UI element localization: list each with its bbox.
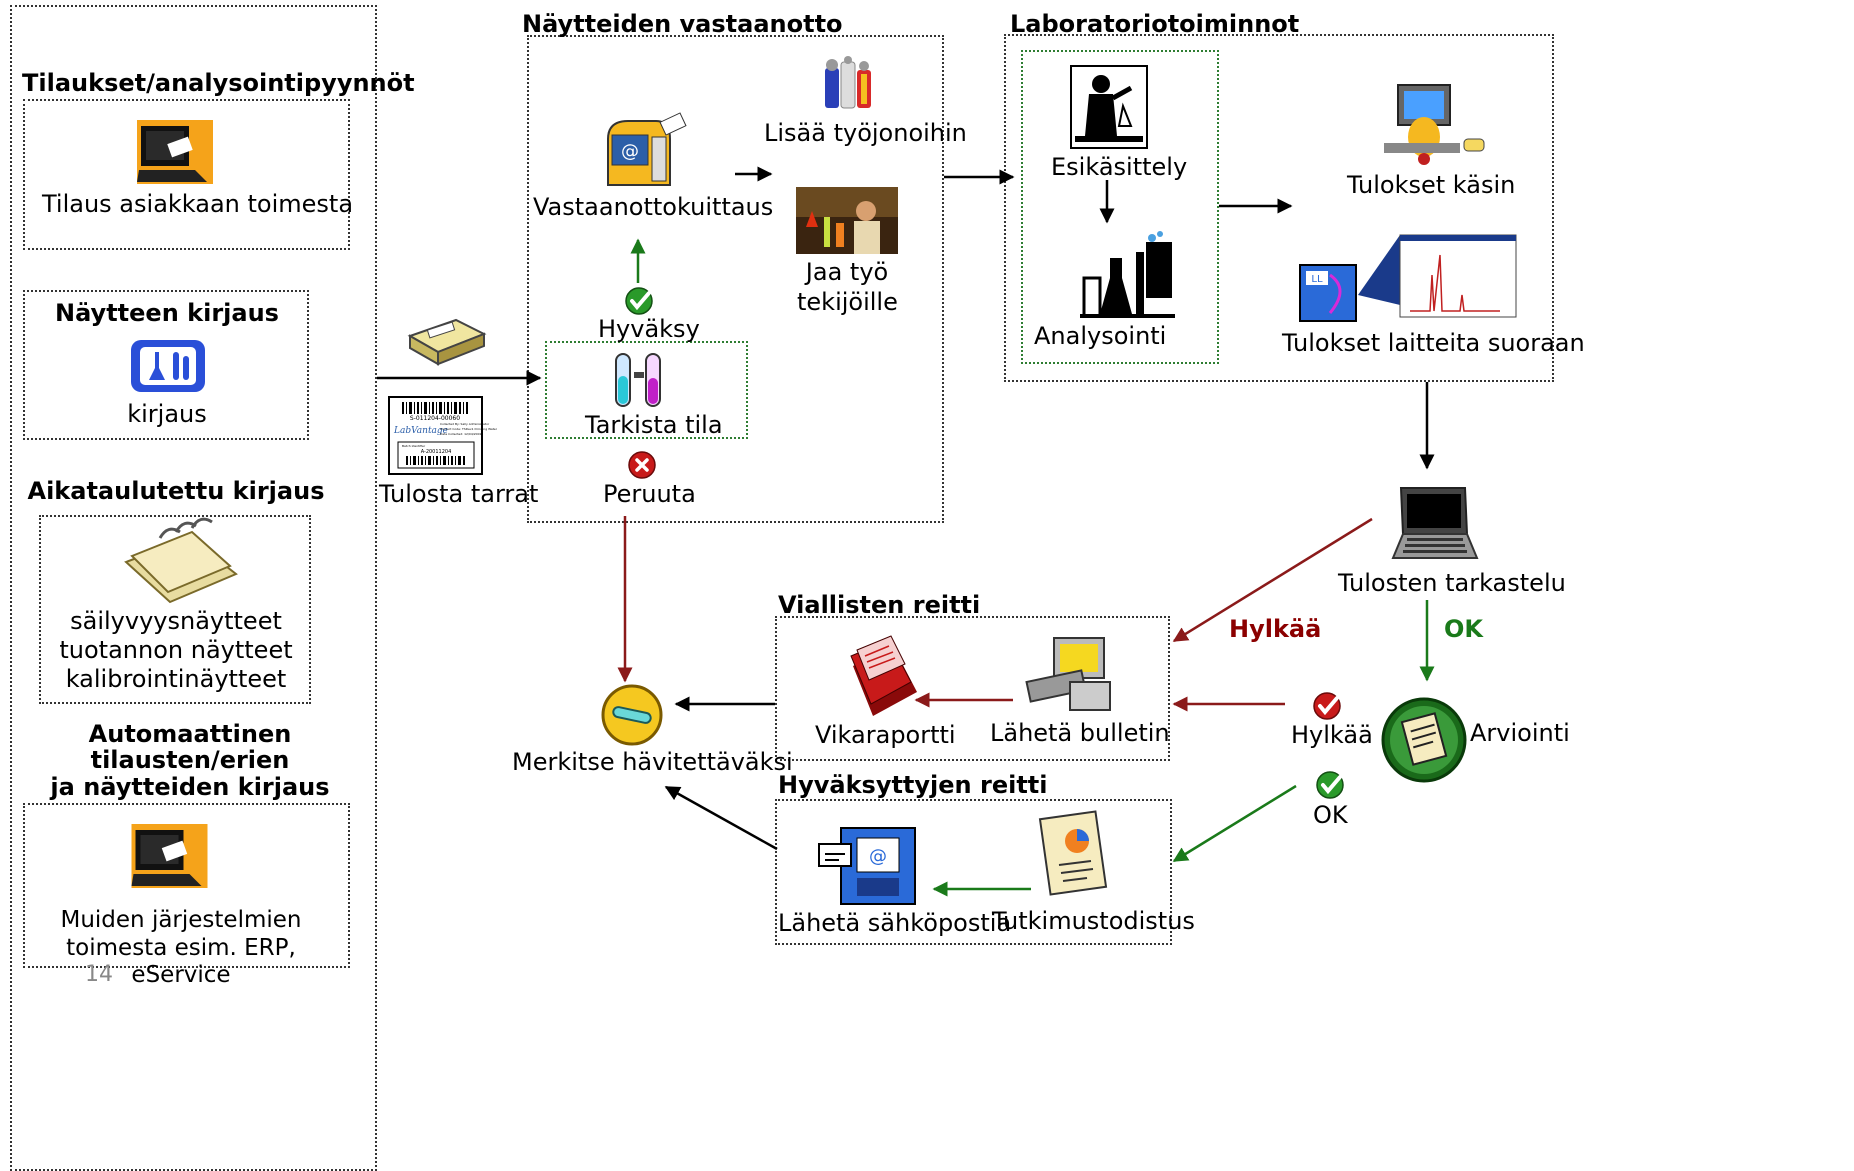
auto-title-3: ja näytteiden kirjaus — [50, 773, 330, 801]
label-batch-id: A-20011204 — [421, 449, 452, 455]
instrument-results-label: Tulokset laitteita suoraan — [1282, 329, 1585, 357]
faulty-route-title: Viallisten reitti — [778, 591, 981, 619]
assign-label: Jaa työ tekijöille — [797, 258, 898, 316]
cancel-label: Peruuta — [603, 480, 696, 508]
scheduled-book-icon — [124, 517, 238, 604]
email-computer-icon: @ — [818, 827, 916, 905]
laptop-icon — [1391, 487, 1479, 559]
print-labels-label: Tulosta tarrat — [379, 480, 539, 508]
label-product-code: Product Code: TSDev1 Drinking Water — [440, 427, 498, 431]
mailbox-icon: @ — [607, 112, 687, 186]
lab-worker-photo — [796, 187, 898, 254]
label-collected-by: Collected By: Sally Administrator — [440, 422, 490, 426]
certificate-icon — [1038, 810, 1108, 896]
label-batch-identifier: Batch Identifier — [402, 444, 426, 448]
computer-order-icon — [137, 120, 213, 184]
analysis-label: Analysointi — [1034, 322, 1167, 350]
scheduled-item-1: säilyvyysnäytteet — [70, 607, 282, 635]
login-box — [23, 290, 309, 440]
reception-title: Näytteiden vastaanotto — [522, 10, 843, 38]
person-computer-icon — [1384, 84, 1485, 165]
fault-report-label: Vikaraportti — [815, 721, 956, 749]
ok-arrow-label: OK — [1444, 615, 1483, 643]
email-label: Lähetä sähköpostia — [778, 909, 1012, 937]
orders-box — [23, 99, 350, 250]
check-status-box — [545, 341, 748, 439]
cancel-x-icon — [628, 451, 656, 479]
orders-title: Tilaukset/analysointipyynnöt — [22, 69, 415, 97]
auto-item-label: Muiden järjestelmien toimesta esim. ERP,… — [60, 907, 302, 989]
sample-login-icon — [131, 340, 205, 392]
dispose-label: Merkitse hävitettäväksi — [512, 748, 793, 776]
auto-title-1: Automaattinen — [88, 720, 292, 748]
lab-title: Laboratoriotoiminnot — [1010, 10, 1300, 38]
ok-check-icon — [1316, 771, 1344, 799]
fault-report-icon — [850, 635, 917, 716]
test-tubes-icon — [615, 353, 661, 407]
lab-equipment-icon — [1080, 231, 1175, 318]
prep-label: Esikäsittely — [1051, 153, 1188, 181]
dispose-tube-icon — [601, 684, 663, 746]
certificate-label: Tutkimustodistus — [992, 907, 1195, 935]
scheduled-title: Aikataulutettu kirjaus — [27, 477, 325, 505]
ok-label: OK — [1313, 801, 1348, 829]
queues-label: Lisää työjonoihin — [764, 119, 967, 147]
svg-text:LL: LL — [1311, 274, 1323, 285]
label-date-collected: Date Collected: 12/04/2001 — [440, 432, 481, 436]
instrument-screen-icon: LL — [1299, 234, 1517, 322]
manual-results-label: Tulokset käsin — [1347, 171, 1516, 199]
ack-label: Vastaanottokuittaus — [533, 193, 774, 221]
page-number: 14 — [85, 962, 113, 987]
approved-route-box — [775, 799, 1172, 945]
lab-box — [1004, 34, 1554, 382]
bulletin-label: Lähetä bulletin — [990, 719, 1170, 747]
bulletin-computer-icon — [1025, 637, 1111, 711]
computer-auto-icon — [131, 824, 208, 888]
review-label: Tulosten tarkastelu — [1338, 569, 1566, 597]
arrow-approved-to-dispose — [664, 785, 778, 851]
reject-arrow-label: Hylkää — [1229, 615, 1322, 643]
approved-route-title: Hyväksyttyjen reitti — [778, 771, 1048, 799]
accept-label: Hyväksy — [598, 315, 700, 343]
label-brand: LabVantage — [393, 426, 448, 436]
svg-text:@: @ — [869, 846, 887, 867]
scientist-prep-icon — [1070, 65, 1148, 149]
scheduled-item-3: kalibrointinäytteet — [65, 665, 287, 693]
reception-box — [527, 35, 944, 523]
printer-icon — [407, 318, 487, 366]
reject-label: Hylkää — [1291, 721, 1373, 749]
accept-check-icon — [625, 287, 653, 315]
orders-item-label: Tilaus asiakkaan toimesta — [42, 190, 354, 218]
barcode-label-icon: S-011204-00060 LabVantage Collected By: … — [388, 396, 498, 475]
auto-title-2: tilausten/erien — [90, 746, 290, 774]
scheduled-box — [39, 515, 311, 704]
label-sample-id: S-011204-00060 — [410, 415, 460, 422]
check-status-label: Tarkista tila — [585, 411, 723, 439]
evaluation-clipboard-icon — [1381, 697, 1467, 783]
svg-text:@: @ — [621, 141, 639, 162]
evaluation-label: Arviointi — [1470, 719, 1570, 747]
login-title: Näytteen kirjaus — [55, 299, 279, 327]
bottles-icon — [825, 56, 871, 109]
scheduled-item-2: tuotannon näytteet — [59, 636, 293, 664]
prep-analysis-box — [1021, 50, 1219, 364]
arrow-ok-to-approved — [1172, 784, 1297, 863]
reject-check-icon — [1313, 692, 1341, 720]
auto-box — [23, 803, 350, 968]
login-item-label: kirjaus — [127, 400, 207, 428]
faulty-route-box — [775, 616, 1170, 761]
